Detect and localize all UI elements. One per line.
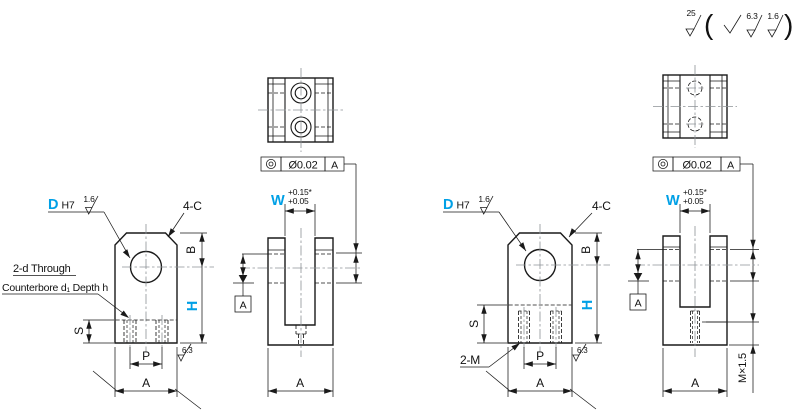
left-dim-w-label: W: [271, 193, 285, 209]
left-dim-b-label: B: [184, 246, 198, 254]
left-part: Ø0.02 A B H: [2, 68, 362, 410]
left-dia-letter: D: [48, 197, 58, 213]
right-dim-a-front-label: A: [536, 376, 544, 390]
left-hole-note-line2: Counterbore d₁ Depth h: [2, 282, 108, 294]
left-tolerance-frame: Ø0.02 A: [260, 156, 362, 284]
left-dim-a-front-label: A: [142, 376, 150, 390]
right-dim-p-label: P: [536, 349, 544, 363]
finish-fine-value: 1.6: [767, 11, 779, 21]
left-side-view-body: [267, 237, 334, 346]
right-front-view: B H S P A 6.3 D: [443, 194, 611, 410]
left-side-view: W +0.15* +0.05 A A: [233, 187, 360, 397]
right-dia-finish-value: 1.6: [478, 194, 490, 204]
concentricity-icon: [265, 158, 276, 169]
right-dia-letter: D: [443, 197, 453, 213]
open-paren: (: [704, 9, 714, 40]
surface-finish-icon: [572, 343, 587, 362]
right-tap-note: 2-M: [460, 353, 480, 367]
finish-overall-value: 25: [686, 8, 696, 18]
left-dim-a-side-label: A: [296, 376, 304, 390]
right-dim-w-label: W: [666, 193, 680, 209]
right-side-view-body: [662, 235, 728, 346]
left-w-tol-upper: +0.15*: [288, 187, 313, 197]
surface-finish-icon: [685, 14, 702, 37]
right-side-view: W +0.15* +0.05 A M×1.5 A: [628, 187, 759, 397]
surface-finish-icon: [84, 195, 99, 215]
right-w-tol-upper: +0.15*: [683, 187, 708, 197]
right-dim-s-label: S: [467, 320, 481, 328]
right-datum-flag-label: A: [635, 298, 642, 310]
right-w-tol-lower: +0.05: [683, 196, 704, 206]
left-front-view: B H S P A 6.3 D: [2, 194, 214, 410]
left-hole-note-line1: 2-d Through: [13, 263, 71, 275]
left-fcf-tolerance: Ø0.02: [289, 160, 318, 172]
right-tolerance-frame: Ø0.02 A: [652, 156, 759, 393]
left-w-tol-lower: +0.05: [288, 196, 309, 206]
basic-check-icon: [723, 14, 742, 34]
right-base-finish-value: 6.3: [577, 346, 588, 355]
close-paren: ): [784, 9, 793, 40]
left-dia-fit: H7: [62, 200, 75, 212]
surface-finish-note: 25 ( 6.3 1.6 ): [685, 8, 793, 40]
left-base-finish-value: 6.3: [182, 346, 193, 355]
right-dim-b-label: B: [579, 246, 593, 254]
right-fcf-tolerance: Ø0.02: [683, 160, 712, 172]
right-chamfer-label: 4-C: [592, 199, 611, 213]
left-datum-flag-label: A: [240, 300, 247, 312]
surface-finish-icon: [479, 195, 494, 215]
finish-mid-value: 6.3: [746, 11, 758, 21]
surface-finish-icon: [746, 14, 763, 38]
surface-finish-icon: [177, 343, 192, 362]
left-top-view: [258, 68, 343, 152]
right-dim-a-side-label: A: [691, 376, 699, 390]
right-part: Ø0.02 A B H: [443, 65, 759, 410]
right-top-view: [653, 65, 737, 148]
left-front-view-body: [114, 232, 178, 344]
right-dia-fit: H7: [457, 200, 470, 212]
left-dim-s-label: S: [72, 327, 86, 335]
right-thread-spec-label: M×1.5: [737, 353, 749, 383]
right-dim-h-label: H: [580, 300, 596, 310]
concentricity-icon: [658, 158, 669, 169]
left-fcf-datum: A: [331, 160, 338, 172]
right-front-view-body: [507, 232, 573, 344]
left-chamfer-label: 4-C: [183, 199, 202, 213]
surface-finish-icon: [767, 14, 784, 38]
datum-flag: A: [629, 293, 647, 311]
datum-flag: A: [234, 295, 252, 313]
left-dia-finish-value: 1.6: [83, 194, 95, 204]
left-dim-h-label: H: [185, 301, 201, 311]
right-fcf-datum: A: [727, 160, 734, 172]
left-dim-p-label: P: [142, 349, 150, 363]
